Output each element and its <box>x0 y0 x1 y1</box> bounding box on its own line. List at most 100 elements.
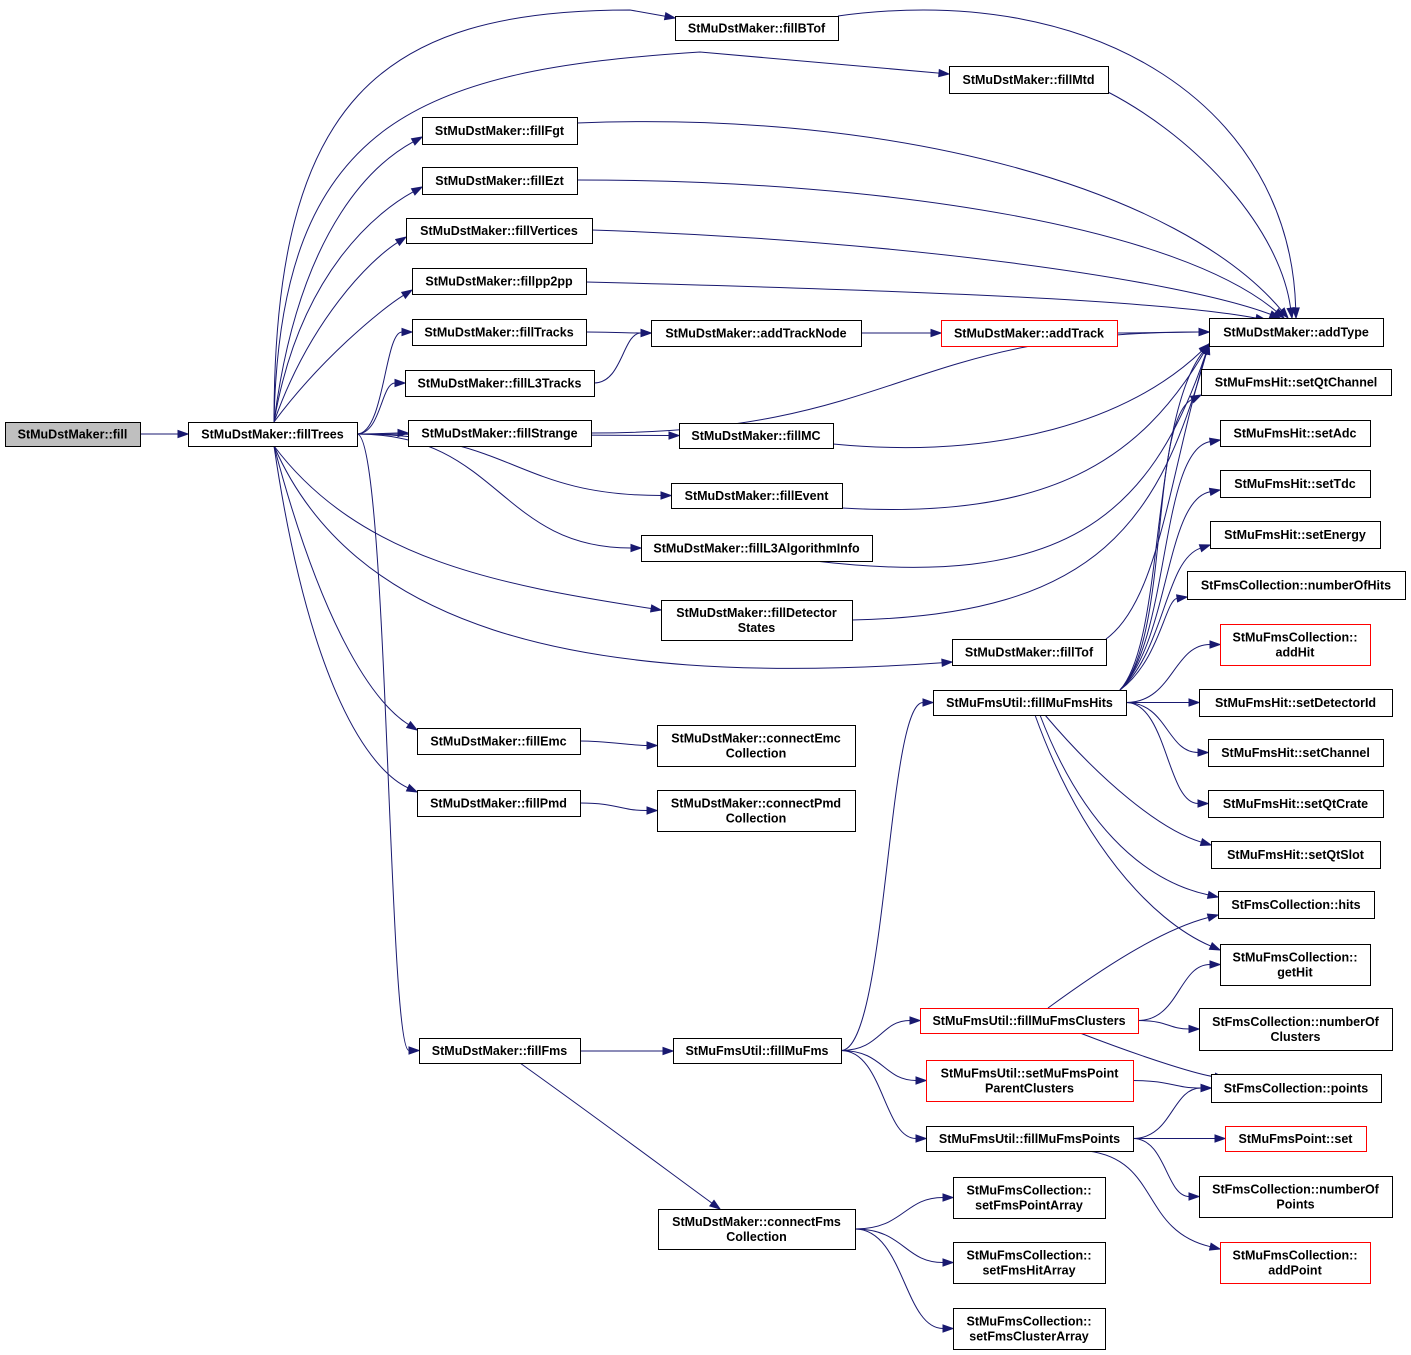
edge-fillFgt-to-addType <box>576 121 1289 320</box>
node-points[interactable]: StFmsCollection::points <box>1211 1074 1382 1103</box>
node-fillFgt[interactable]: StMuDstMaker::fillFgt <box>422 117 578 145</box>
node-label: StMuDstMaker::fillFgt <box>435 124 565 138</box>
edge-fillMuFmsHits-to-hits <box>1039 714 1220 899</box>
node-label: StMuFmsUtil::fillMuFmsPoints <box>939 1132 1120 1146</box>
node-setQtChannel[interactable]: StMuFmsHit::setQtChannel <box>1201 369 1392 396</box>
node-setEnergy[interactable]: StMuFmsHit::setEnergy <box>1210 521 1381 549</box>
edge-fillMuFmsClusters-to-getHit <box>1137 960 1222 1021</box>
node-fillMuFmsClusters[interactable]: StMuFmsUtil::fillMuFmsClusters <box>920 1008 1139 1034</box>
edge-fillTrees-to-fillTracks <box>356 327 414 435</box>
node-box <box>419 1038 581 1064</box>
node-label: StFmsCollection::hits <box>1231 898 1360 912</box>
edge-fillMuFmsHits-to-setQtChannel <box>1119 394 1203 691</box>
edge-fillTrees-to-fillpp2pp <box>273 289 414 423</box>
node-fillMuFmsHits[interactable]: StMuFmsUtil::fillMuFmsHits <box>933 690 1127 716</box>
node-fill[interactable]: StMuDstMaker::fill <box>5 422 141 447</box>
node-box <box>949 66 1109 94</box>
node-setTdc[interactable]: StMuFmsHit::setTdc <box>1220 470 1371 498</box>
node-fillMtd[interactable]: StMuDstMaker::fillMtd <box>949 66 1109 94</box>
node-fillTrees[interactable]: StMuDstMaker::fillTrees <box>188 422 358 447</box>
node-setAdc[interactable]: StMuFmsHit::setAdc <box>1220 420 1371 447</box>
node-label: StMuDstMaker::fillFms <box>432 1044 567 1058</box>
node-addHit[interactable]: StMuFmsCollection::addHit <box>1220 624 1371 666</box>
edge-fillTrees-to-fillPmd <box>273 445 419 793</box>
node-numberOfHits[interactable]: StFmsCollection::numberOfHits <box>1187 571 1406 600</box>
node-box <box>406 218 593 244</box>
node-box <box>1199 1008 1393 1051</box>
node-addPoint[interactable]: StMuFmsCollection::addPoint <box>1220 1242 1371 1284</box>
node-fillMC[interactable]: StMuDstMaker::fillMC <box>679 423 834 449</box>
edge-fillTrees-to-fillEmc <box>273 445 419 731</box>
node-fillEzt[interactable]: StMuDstMaker::fillEzt <box>422 167 578 195</box>
node-setFmsHitArray[interactable]: StMuFmsCollection::setFmsHitArray <box>953 1242 1106 1284</box>
node-setChannel[interactable]: StMuFmsHit::setChannel <box>1208 739 1384 767</box>
node-label: Points <box>1276 1198 1314 1212</box>
node-label: StMuFmsCollection:: <box>967 1315 1092 1329</box>
node-box <box>1220 624 1371 666</box>
node-label: StMuDstMaker::fillL3Tracks <box>418 377 582 391</box>
node-box <box>920 1008 1139 1034</box>
node-fillpp2pp[interactable]: StMuDstMaker::fillpp2pp <box>412 268 587 295</box>
node-label: StMuFmsHit::setTdc <box>1234 477 1356 491</box>
node-fillL3Tracks[interactable]: StMuDstMaker::fillL3Tracks <box>405 370 595 397</box>
node-fillPmd[interactable]: StMuDstMaker::fillPmd <box>417 790 581 817</box>
node-fillVertices[interactable]: StMuDstMaker::fillVertices <box>406 218 593 244</box>
node-fillFms[interactable]: StMuDstMaker::fillFms <box>419 1038 581 1064</box>
node-label: StMuDstMaker::fillDetector <box>676 606 837 620</box>
edge-fillTrees-to-fillEzt <box>273 186 424 423</box>
edge-fillFms-to-fillMuFms <box>579 1046 675 1056</box>
node-label: StMuFmsHit::setDetectorId <box>1215 696 1376 710</box>
node-box <box>1220 470 1371 498</box>
node-box <box>1225 1126 1367 1152</box>
node-label: StMuFmsCollection:: <box>1233 951 1358 965</box>
node-fillEvent[interactable]: StMuDstMaker::fillEvent <box>671 483 843 509</box>
node-fillMuFmsPoints[interactable]: StMuFmsUtil::fillMuFmsPoints <box>926 1126 1134 1152</box>
node-box <box>1220 944 1371 986</box>
node-label: Collection <box>726 812 786 826</box>
node-box <box>657 725 856 767</box>
node-fillTof[interactable]: StMuDstMaker::fillTof <box>952 639 1107 666</box>
node-hits[interactable]: StFmsCollection::hits <box>1218 891 1375 919</box>
edge-fillMuFmsHits-to-getHit <box>1034 714 1222 951</box>
edge-fillMuFms-to-fillMuFmsClusters <box>840 1016 922 1051</box>
node-box <box>671 483 843 509</box>
node-fillEmc[interactable]: StMuDstMaker::fillEmc <box>417 728 581 755</box>
node-label: StMuDstMaker::fillMC <box>691 429 820 443</box>
node-fillMuFms[interactable]: StMuFmsUtil::fillMuFms <box>673 1038 842 1064</box>
node-fillBTof[interactable]: StMuDstMaker::fillBTof <box>675 16 839 41</box>
node-label: States <box>738 621 776 635</box>
node-getHit[interactable]: StMuFmsCollection::getHit <box>1220 944 1371 986</box>
node-fillL3AlgorithmInfo[interactable]: StMuDstMaker::fillL3AlgorithmInfo <box>641 535 873 562</box>
node-setPoint[interactable]: StMuFmsPoint::set <box>1225 1126 1367 1152</box>
node-fillTracks[interactable]: StMuDstMaker::fillTracks <box>412 319 587 346</box>
node-box <box>953 1177 1106 1219</box>
node-addType[interactable]: StMuDstMaker::addType <box>1209 318 1384 347</box>
node-setDetectorId[interactable]: StMuFmsHit::setDetectorId <box>1199 689 1393 717</box>
node-setFmsPointArray[interactable]: StMuFmsCollection::setFmsPointArray <box>953 1177 1106 1219</box>
node-label: StFmsCollection::points <box>1224 1082 1368 1096</box>
node-setQtSlot[interactable]: StMuFmsHit::setQtSlot <box>1211 841 1381 869</box>
call-edges <box>140 9 1300 1333</box>
node-addTrackNode[interactable]: StMuDstMaker::addTrackNode <box>651 320 862 347</box>
edge-fillL3Tracks-to-addTrackNode <box>593 328 653 384</box>
node-addTrack[interactable]: StMuDstMaker::addTrack <box>941 320 1118 347</box>
node-setQtCrate[interactable]: StMuFmsHit::setQtCrate <box>1208 790 1384 818</box>
node-box <box>5 422 141 447</box>
call-nodes: StMuDstMaker::fill StMuDstMaker::fillTree… <box>5 16 1406 1350</box>
edge-fillTrees-to-fillDetectorStates <box>273 445 663 613</box>
node-setFmsClusterArray[interactable]: StMuFmsCollection::setFmsClusterArray <box>953 1308 1106 1350</box>
node-box <box>953 1242 1106 1284</box>
node-label: setFmsPointArray <box>975 1199 1083 1213</box>
node-label: StFmsCollection::numberOf <box>1212 1183 1380 1197</box>
node-label: StMuFmsCollection:: <box>967 1249 1092 1263</box>
node-fillStrange[interactable]: StMuDstMaker::fillStrange <box>408 420 592 447</box>
edge-fillDetectorStates-to-addType <box>851 342 1211 621</box>
